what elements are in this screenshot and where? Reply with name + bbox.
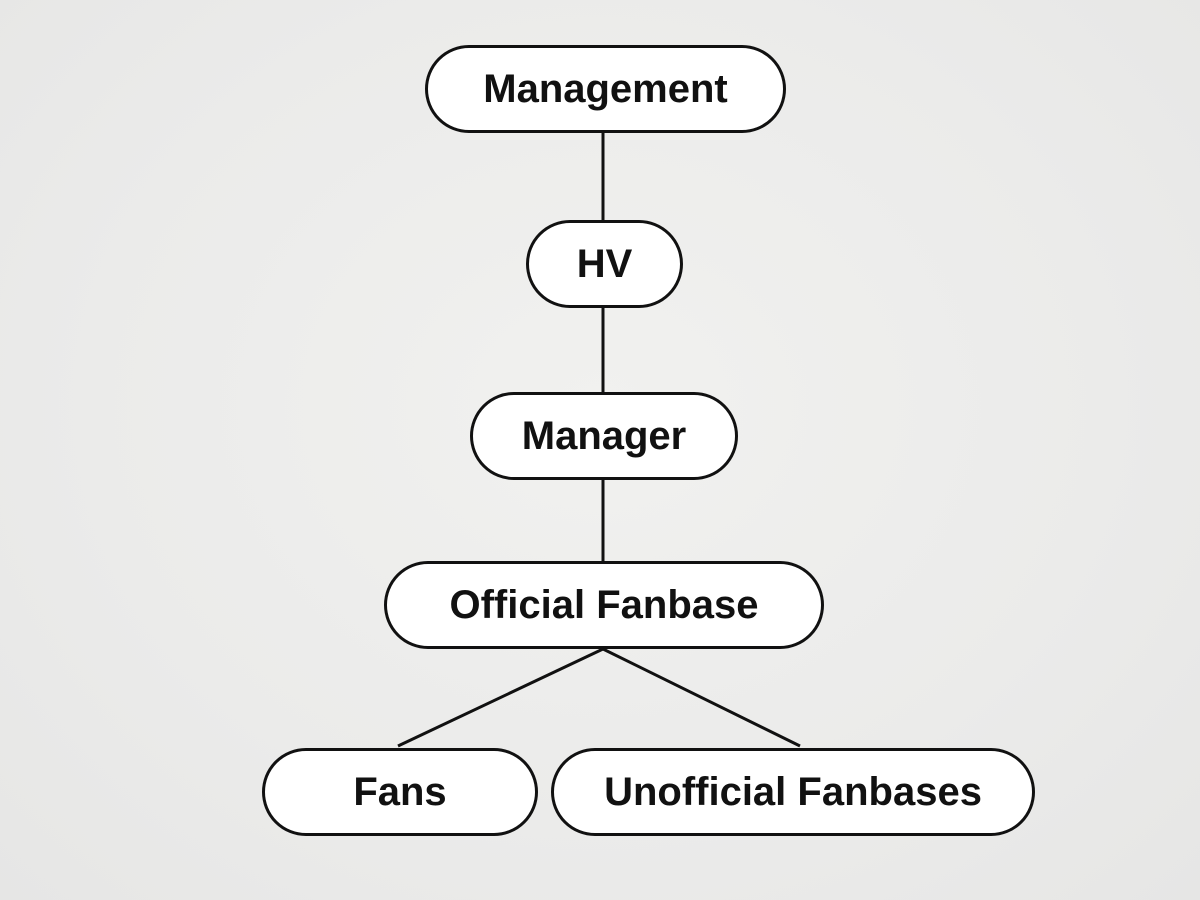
edge-official-fanbase-unofficial-fanbases: [602, 647, 801, 748]
node-fans: Fans: [262, 748, 538, 836]
edge-official-fanbase-fans: [397, 647, 604, 748]
node-unofficial-fanbases: Unofficial Fanbases: [551, 748, 1035, 836]
node-official-fanbase: Official Fanbase: [384, 561, 824, 649]
node-management: Management: [425, 45, 786, 133]
node-hv: HV: [526, 220, 683, 308]
node-manager: Manager: [470, 392, 738, 480]
